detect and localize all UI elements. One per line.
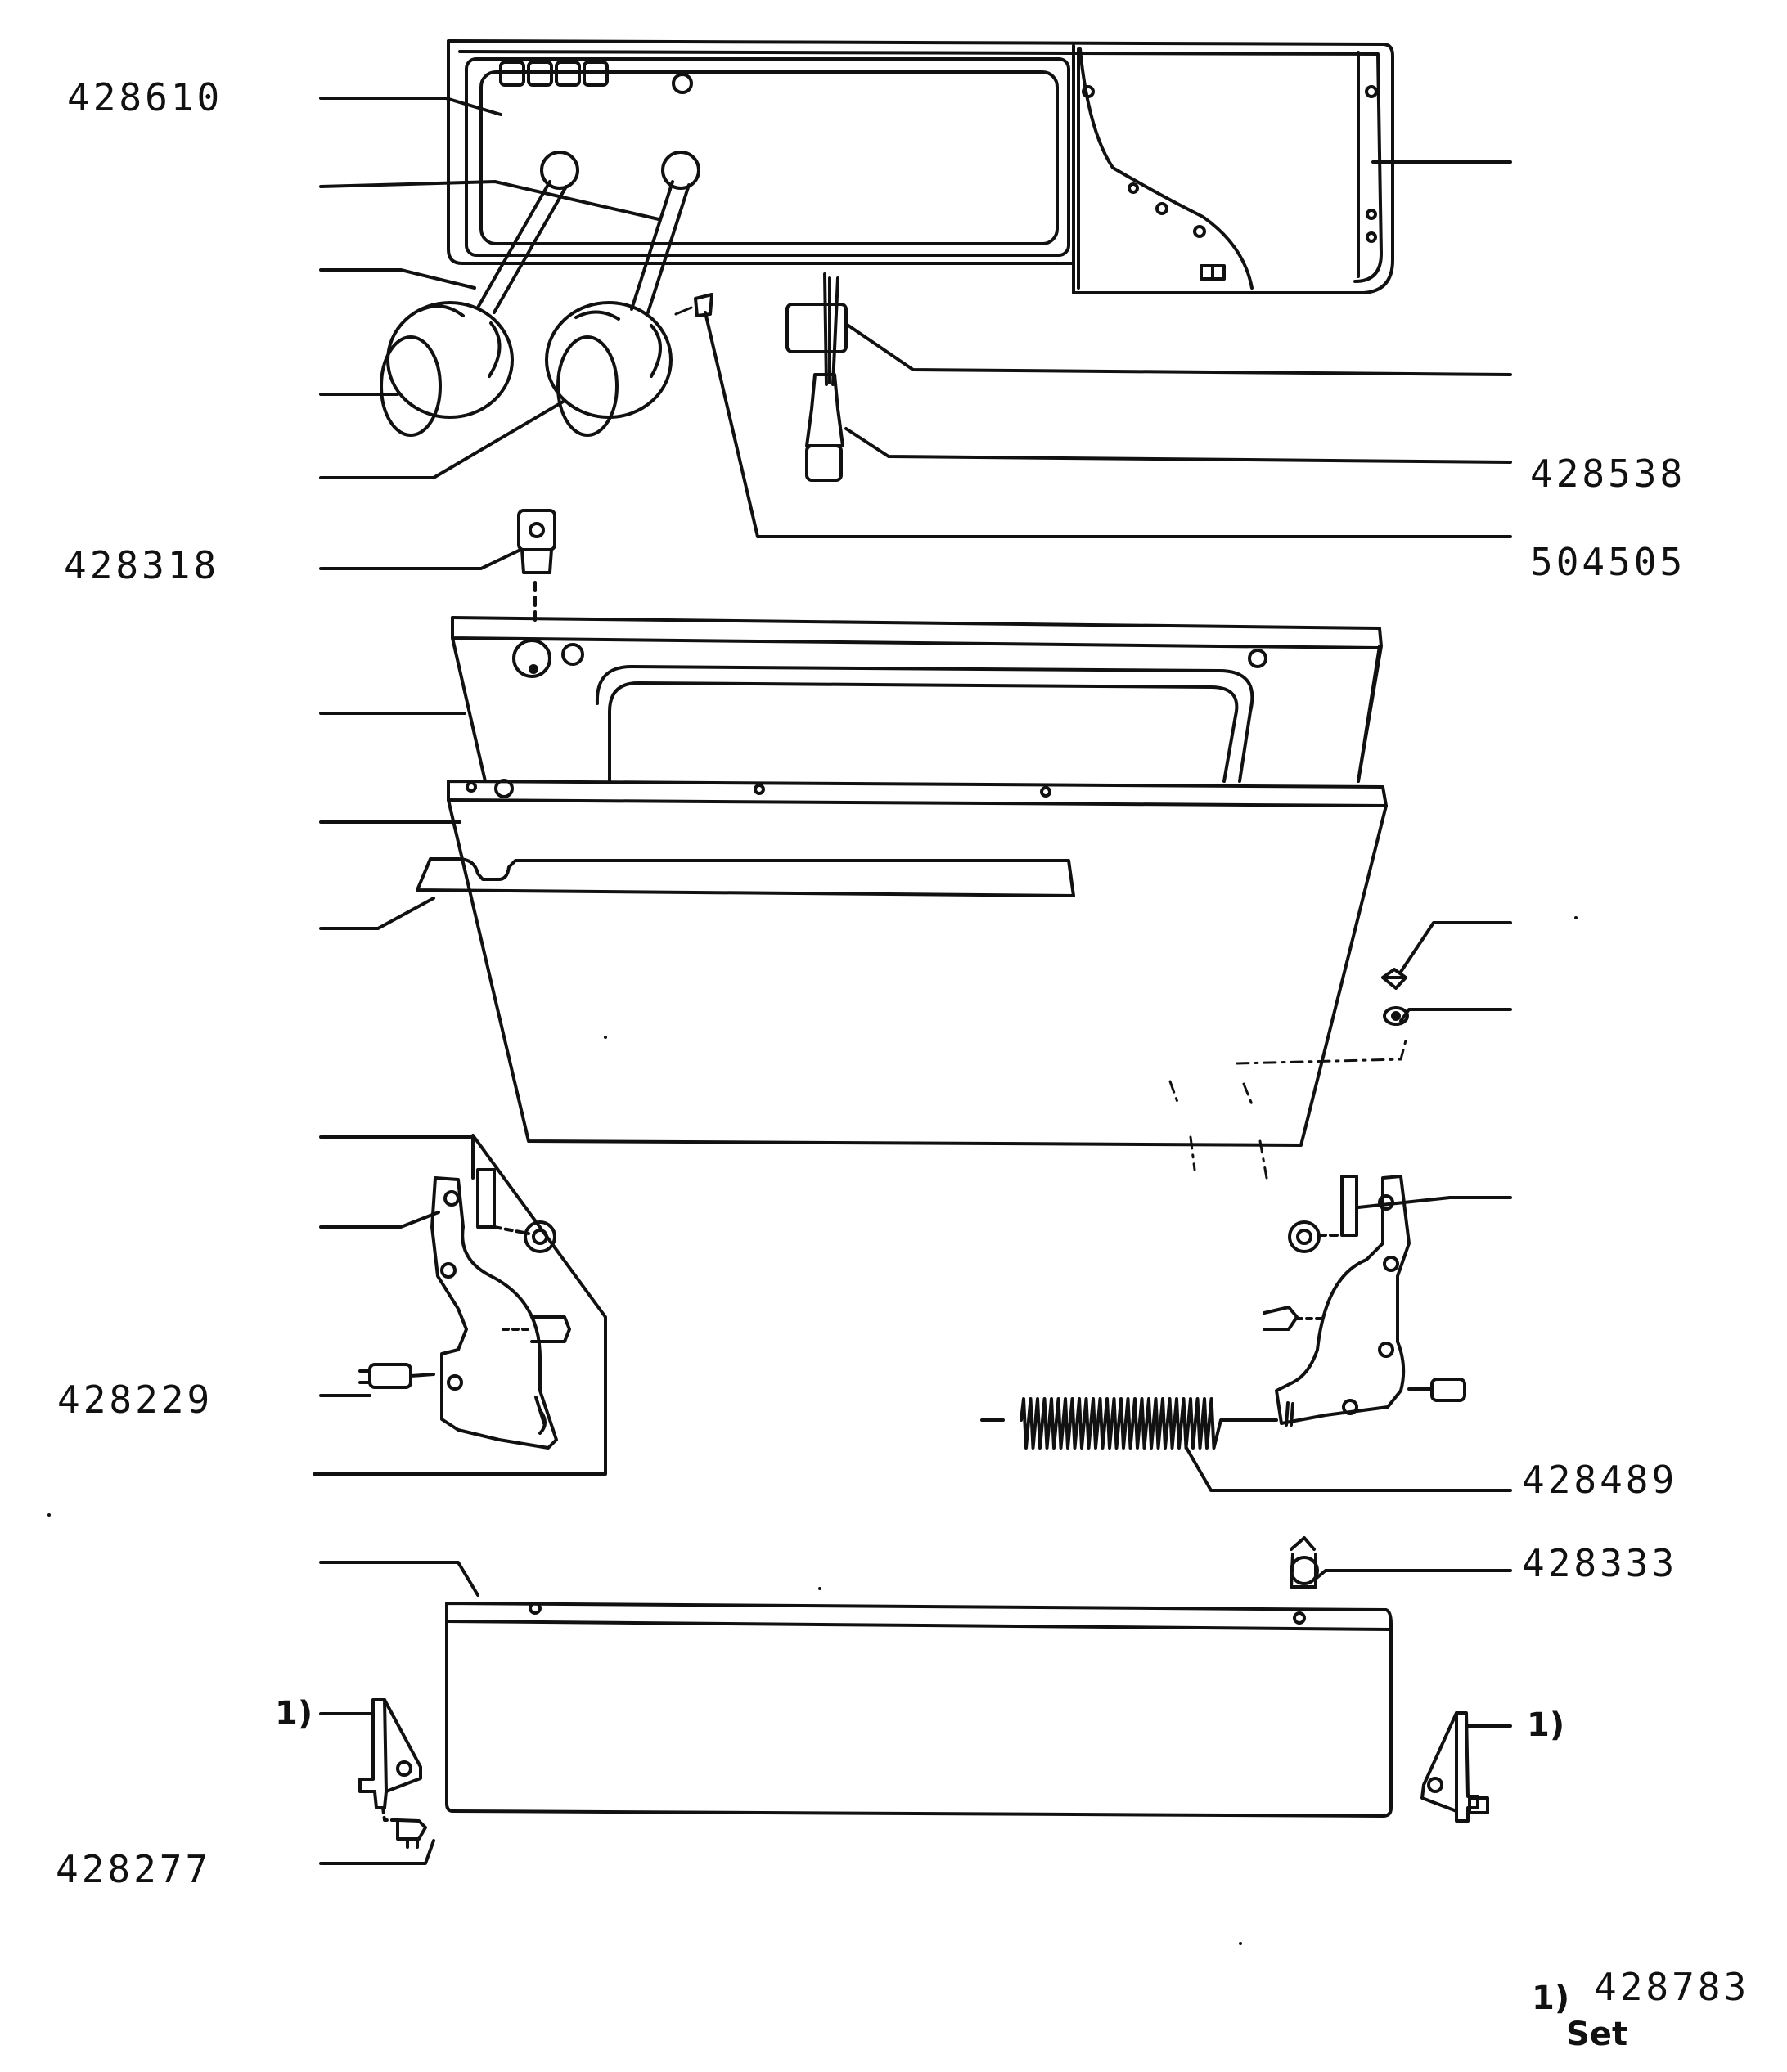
door-inner-frame [451,616,1383,783]
kick-plate [445,1602,1393,1818]
clip-428333 [1290,1536,1319,1589]
spring-428489 [1020,1397,1278,1450]
part-number-label: 428538 [1530,452,1686,496]
part-number-label: 428229 [57,1378,214,1422]
part-number-label: 504505 [1530,540,1686,584]
specks [47,916,1578,1945]
leader-lines [319,97,1512,1865]
door-washer [1381,968,1409,1026]
part-number-label: 428277 [56,1847,212,1891]
control-panel [447,39,1394,294]
footnote-marker-left: 1) [275,1695,313,1733]
footnote-legend-marker: 1) [1532,1980,1570,2017]
bracket-right [1420,1711,1489,1823]
screw-428318 [517,509,556,623]
knob-right [545,151,700,437]
indicator-lamp [785,272,848,482]
footnote-set-label: Set [1566,2016,1628,2053]
footnote-marker-right: 1) [1527,1706,1565,1744]
part-number-label: 428489 [1522,1458,1678,1502]
knob-left [380,151,579,437]
leader-hinge-left-plate [313,1134,607,1476]
hinge-right [1263,1175,1466,1427]
hinge-left [358,1168,571,1450]
part-number-label: 428333 [1522,1541,1678,1585]
part-number-label: 428318 [64,543,220,587]
part-number-label: 428610 [67,75,223,119]
footnote-part-number: 428783 [1594,1965,1750,2009]
bracket-left [358,1698,427,1849]
door-front-panel [416,779,1407,1180]
clip-part [694,293,713,317]
